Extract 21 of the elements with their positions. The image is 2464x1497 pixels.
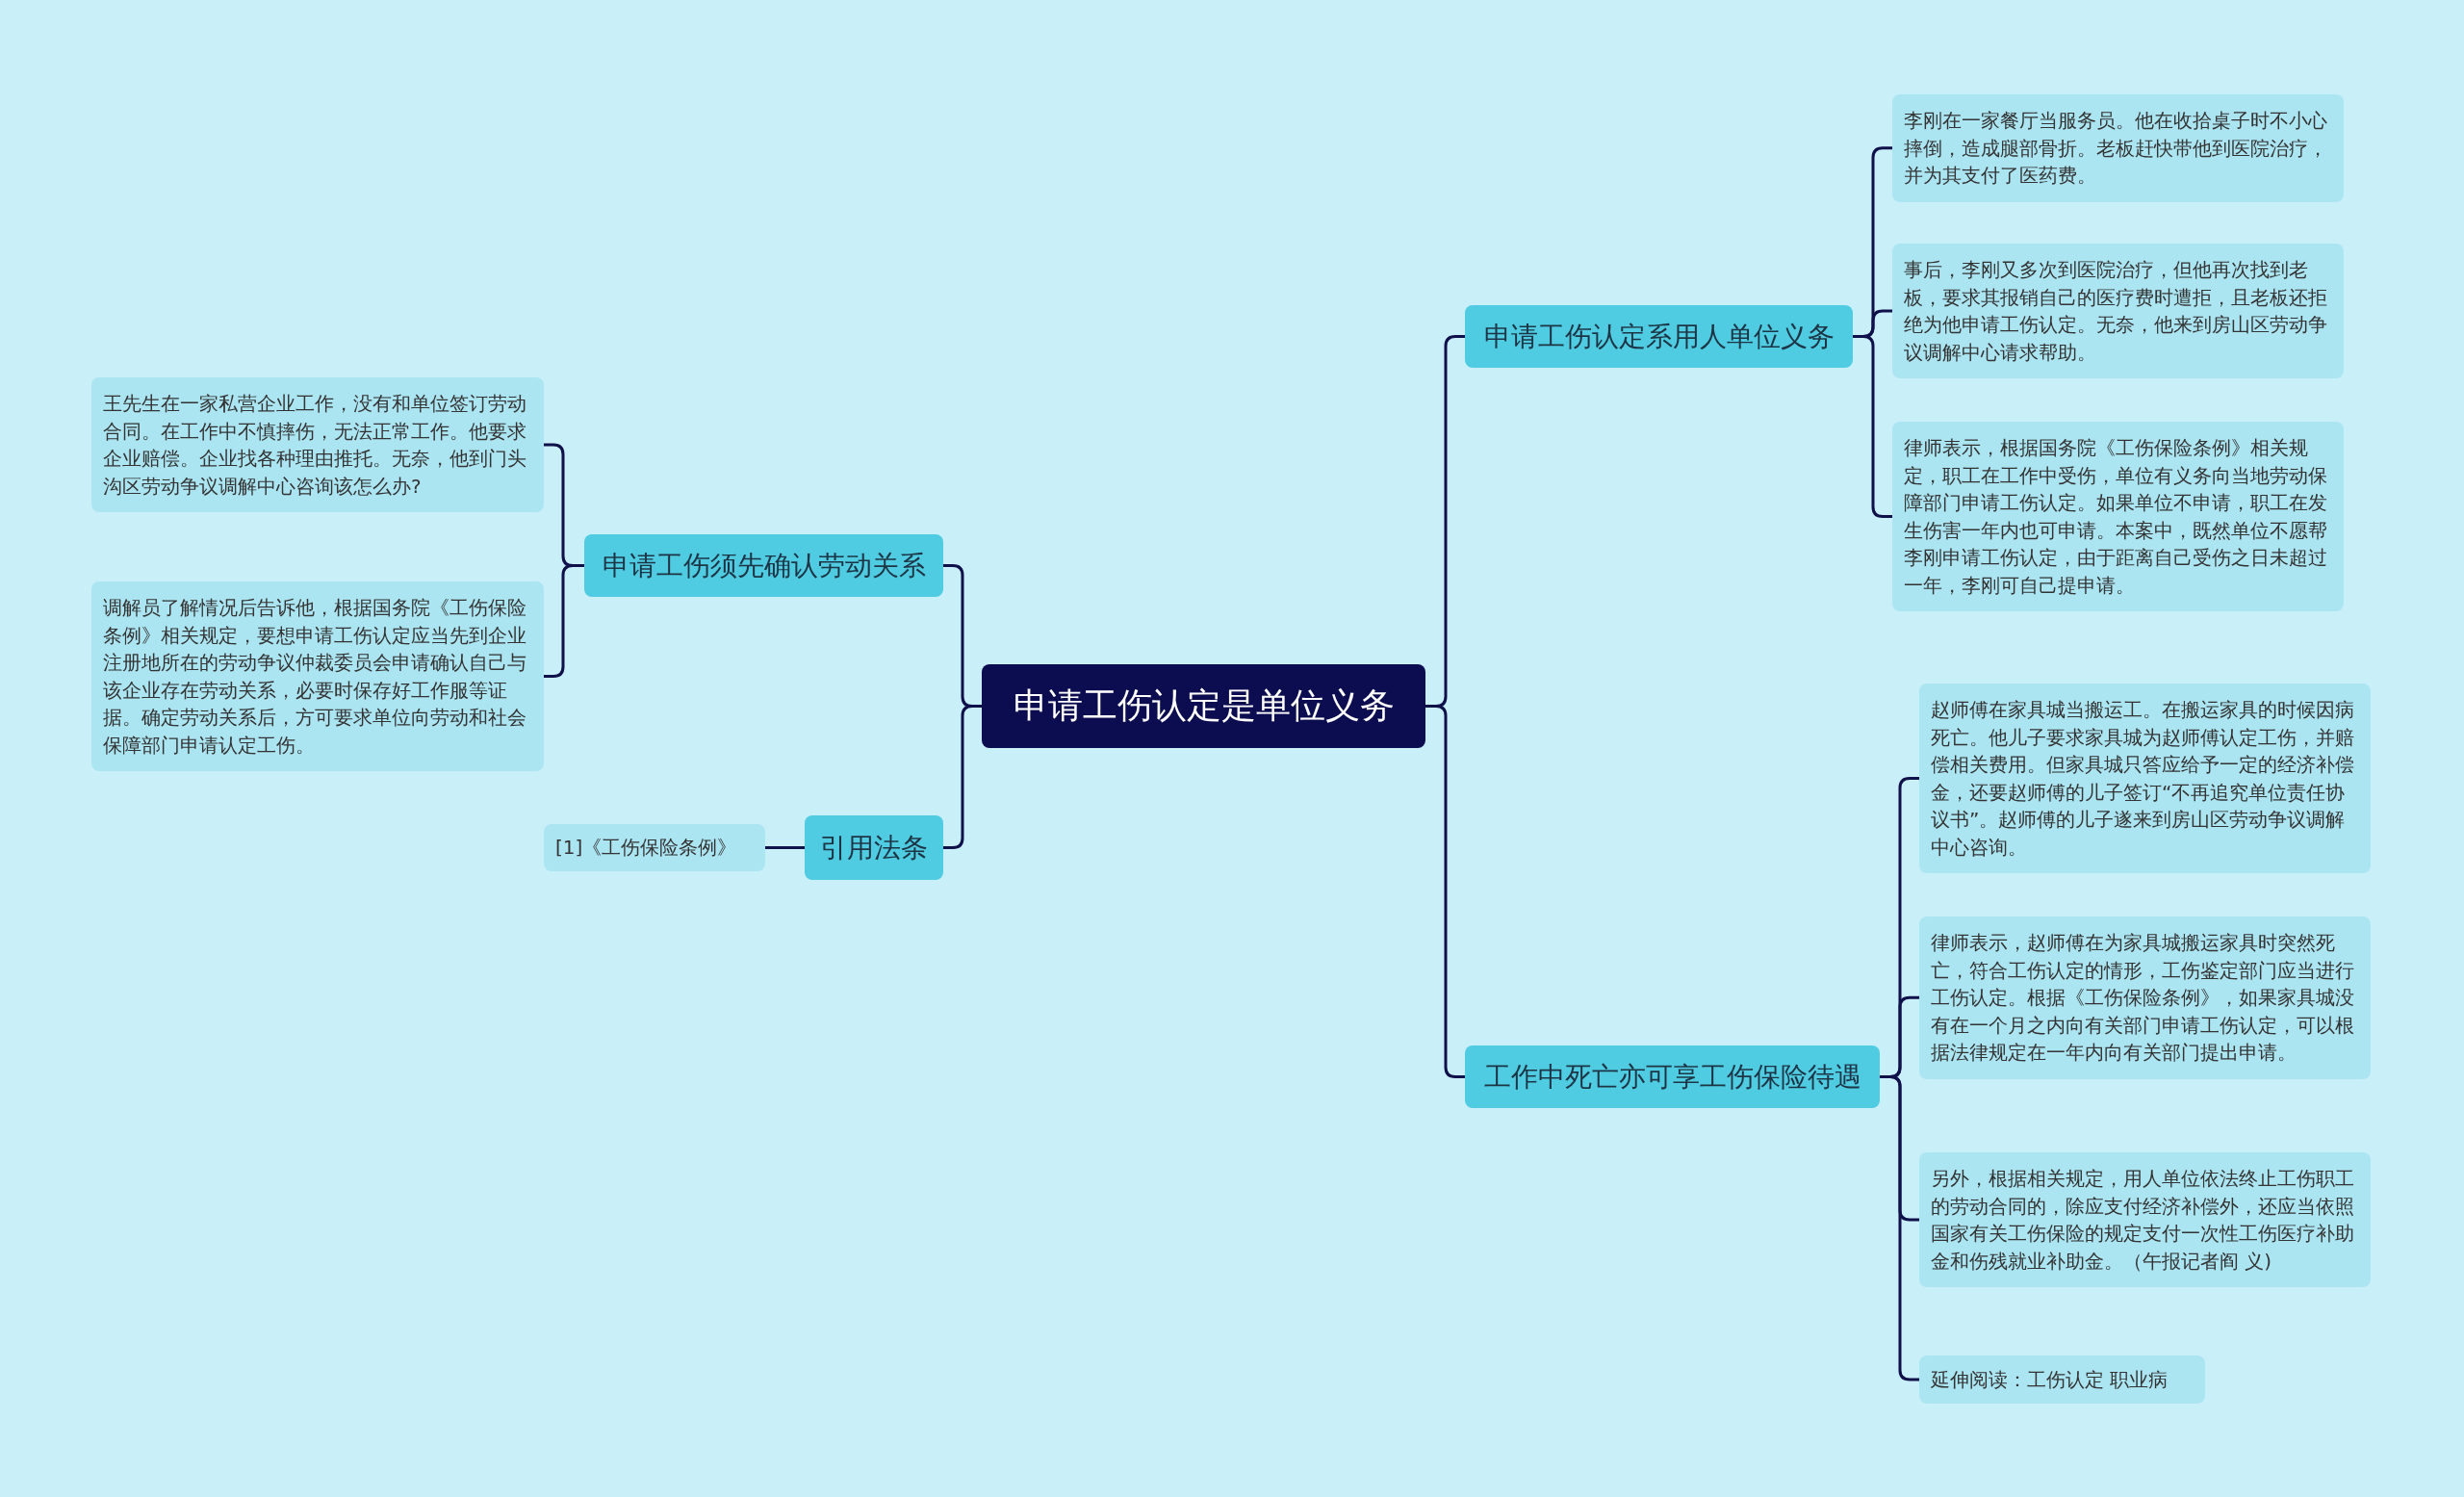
connector-line [1853,335,1892,518]
text-card: 李刚在一家餐厅当服务员。他在收拾桌子时不小心摔倒，造成腿部骨折。老板赶快带他到医院治疗，并为其支付了医药费。 [1892,94,2344,202]
text-card: 王先生在一家私营企业工作，没有和单位签订劳动合同。在工作中不慎摔伤，无法正常工作。他要求企业赔偿。企业找各种理由推托。无奈，他到门头沟区劳动争议调解中心咨询该怎么办? [91,377,544,512]
text-card: 律师表示，赵师傅在为家具城搬运家具时突然死亡，符合工伤认定的情形，工伤鉴定部门应当进行工伤认定。根据《工伤保险条例》，如果家具城没有在一个月之内向有关部门申请工伤认定，可以根据法律规定在一年内向有关部门提出申请。 [1919,916,2371,1079]
text-card: 调解员了解情况后告诉他，根据国务院《工伤保险条例》相关规定，要想申请工伤认定应当先到企业注册地所在的劳动争议仲裁委员会申请确认自己与该企业存在劳动关系，必要时保存好工作服等证据。确定劳动关系后，方可要求单位向劳动和社会保障部门申请认定工伤。 [91,581,544,771]
connector-line [765,846,805,849]
text-card: 另外，根据相关规定，用人单位依法终止工伤职工的劳动合同的，除应支付经济补偿外，还应当依照国家有关工伤保险的规定支付一次性工伤医疗补助金和伤残就业补助金。（午报记者阎 义) [1919,1152,2371,1287]
connector-line [1880,1075,1919,1381]
text-card: 律师表示，根据国务院《工伤保险条例》相关规定，职工在工作中受伤，单位有义务向当地劳动保障部门申请工伤认定。如果单位不申请，职工在发生伤害一年内也可申请。本案中，既然单位不愿帮李刚申请工伤认定，由于距离自己受伤之日未超过一年，李刚可自己提申请。 [1892,422,2344,611]
branch-topic: 工作中死亡亦可享工伤保险待遇 [1465,1045,1880,1108]
connector-line [943,705,982,849]
text-card: [1]《工伤保险条例》 [544,824,765,871]
text-card: 延伸阅读：工伤认定 职业病 [1919,1355,2205,1404]
branch-topic: 引用法条 [805,815,943,880]
text-card: 事后，李刚又多次到医院治疗，但他再次找到老板，要求其报销自己的医疗费时遭拒，且老板还拒绝为他申请工伤认定。无奈，他来到房山区劳动争议调解中心请求帮助。 [1892,244,2344,378]
central-topic: 申请工伤认定是单位义务 [982,664,1425,748]
connector-line [544,564,584,678]
branch-topic: 申请工伤须先确认劳动关系 [584,534,943,597]
branch-topic: 申请工伤认定系用人单位义务 [1465,305,1853,368]
connector-line [1425,705,1465,1078]
text-card: 赵师傅在家具城当搬运工。在搬运家具的时候因病死亡。他儿子要求家具城为赵师傅认定工伤，并赔偿相关费用。但家具城只答应给予一定的经济补偿金，还要赵师傅的儿子签订“不再追究单位责任协议书”。赵师傅的儿子遂来到房山区劳动争议调解中心咨询。 [1919,684,2371,873]
